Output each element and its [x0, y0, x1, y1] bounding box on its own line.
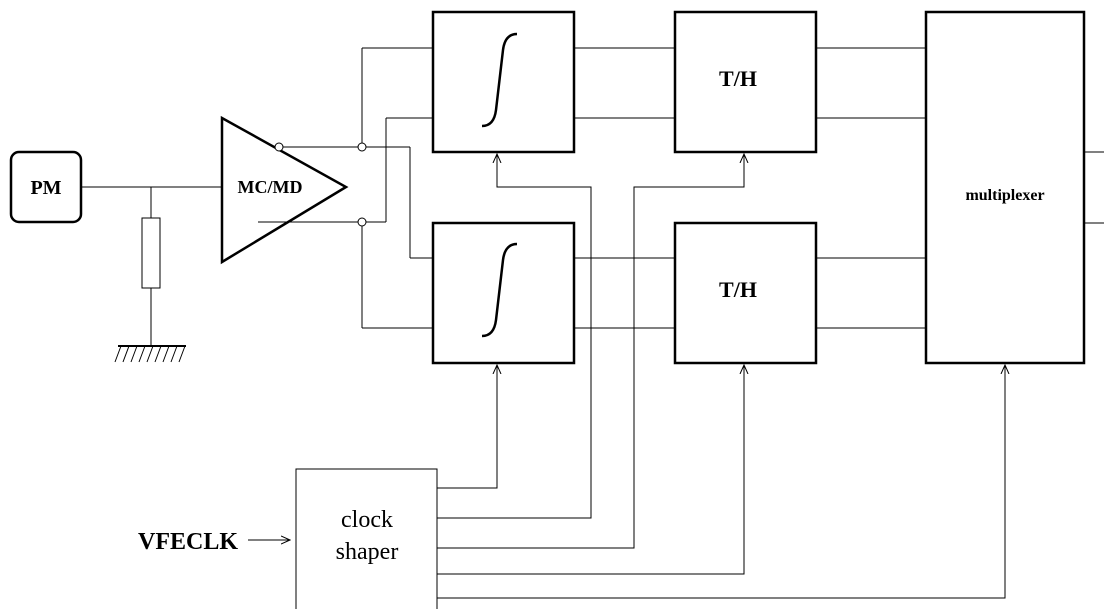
pm-label: PM [30, 177, 61, 199]
integrator-block-top [431, 10, 576, 154]
ground-icon [114, 345, 186, 363]
amplifier-block: MC/MD [220, 115, 349, 265]
track-hold-block-top: T/H [673, 10, 818, 154]
integrator-block-bottom [431, 221, 576, 365]
clock-shaper-block: clock shaper [295, 468, 438, 609]
clock-distribution [437, 154, 1005, 599]
clock-input: VFECLK [138, 529, 290, 555]
multiplexer-label: multiplexer [965, 187, 1044, 204]
track-hold-block-bottom: T/H [673, 221, 818, 365]
track-hold-label: T/H [719, 66, 757, 91]
th-to-mux-wiring [816, 47, 926, 329]
integral-icon [481, 242, 518, 338]
input-wiring [81, 186, 222, 346]
clock-shaper-label-line1: clock [341, 507, 393, 533]
clock-shaper-label-line2: shaper [336, 539, 399, 565]
multiplexer-block: multiplexer [924, 10, 1104, 365]
clock-input-label: VFECLK [138, 529, 238, 555]
amplifier-outputs [258, 47, 433, 329]
integrator-to-th-wiring [574, 47, 675, 329]
pm-block: PM [9, 150, 83, 224]
track-hold-label: T/H [719, 277, 757, 302]
load-resistor [141, 217, 161, 289]
integral-icon [481, 32, 518, 128]
amplifier-label: MC/MD [238, 177, 303, 197]
